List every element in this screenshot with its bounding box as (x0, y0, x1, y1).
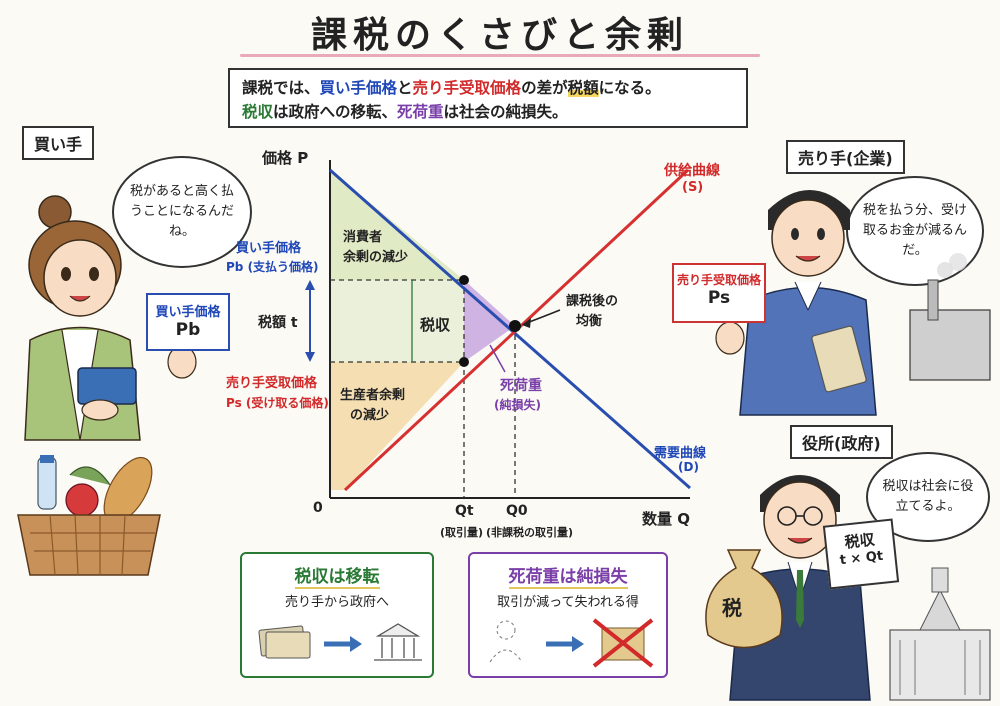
producer-surplus-area (330, 362, 464, 490)
banknote-icon-2 (265, 631, 311, 659)
tax-revenue-area (330, 280, 464, 362)
missing-person-icon (496, 620, 516, 640)
pb-sublabel: Pb (支払う価格) (226, 260, 319, 274)
producer-surplus-label-2: の減少 (350, 408, 390, 423)
dwl-label-1: 死荷重 (500, 378, 542, 394)
equilibrium-point (509, 320, 521, 332)
government-revenue-card: 税収 t × Qt (822, 518, 900, 590)
seller-card-symbol: Ps (707, 288, 731, 308)
tax-bag-label: 税 (722, 596, 742, 620)
dwl-panel-title: 死荷重は純損失 (508, 567, 628, 589)
deadweight-loss-area (464, 280, 515, 362)
qt-label: Qt (455, 503, 474, 519)
buyer-illustration (24, 195, 197, 441)
grocery-basket-illustration (17, 455, 161, 576)
page-title: 課税のくさびと余剰 (310, 15, 689, 56)
government-speech-bubble: 税収は社会に役立てるよ。 (866, 452, 990, 542)
supply-curve-symbol: (S) (682, 180, 704, 195)
government-building-icon (374, 623, 422, 661)
tax-revenue-label: 税収 (420, 316, 451, 334)
x-axis-label: 数量 Q (642, 510, 690, 528)
buyer-card-symbol: Pb (175, 320, 201, 340)
equilibrium-label-2: 均衡 (576, 314, 603, 329)
seller-tag: 売り手(企業) (786, 140, 905, 174)
buyer-speech-bubble: 税があると高く払うことになるんだね。 (112, 156, 252, 268)
demand-curve-label: 需要曲線 (654, 446, 707, 461)
pb-label: 買い手価格 (236, 241, 302, 256)
revenue-panel-text: 売り手から政府へ (284, 595, 389, 610)
pb-point (459, 275, 469, 285)
ps-label: 売り手受取価格 (226, 376, 318, 391)
government-tag: 役所(政府) (790, 425, 893, 459)
origin-label: 0 (313, 500, 323, 516)
seller-price-card: 売り手受取価格 Ps (672, 263, 766, 323)
consumer-surplus-area (330, 170, 464, 280)
demand-curve-symbol: (D) (678, 460, 699, 474)
tax-amount-label: 税額 t (258, 315, 298, 331)
buyer-tag: 買い手 (22, 126, 95, 160)
ps-point (459, 357, 469, 367)
buyer-price-card: 買い手価格 Pb (146, 293, 230, 351)
summary-line-1: 課税では、買い手価格と売り手受取価格の差が税額になる。 (242, 79, 661, 97)
summary-box: 課税では、買い手価格と売り手受取価格の差が税額になる。 税収は政府への移転、死荷… (228, 68, 748, 128)
consumer-surplus-label-1: 消費者 (343, 230, 383, 245)
deadweight-loss-panel: 死荷重は純損失 取引が減って失われる得 (468, 552, 668, 678)
equilibrium-label-1: 課税後の (566, 294, 619, 309)
dwl-graphic (489, 618, 654, 668)
q0-label: Q0 (506, 503, 528, 519)
dwl-panel-text: 取引が減って失われる得 (497, 595, 639, 610)
q0-sublabel: (非課税の取引量) (486, 526, 574, 539)
dwl-pointer (489, 344, 506, 373)
dwl-label-2: (純損失) (494, 398, 541, 412)
ps-sublabel: Ps (受け取る価格) (226, 396, 329, 410)
revenue-transfer-graphic (258, 623, 422, 661)
supply-curve-label: 供給曲線 (664, 163, 720, 179)
revenue-transfer-panel: 税収は移転 売り手から政府へ (240, 552, 434, 678)
seller-card-title: 売り手受取価格 (676, 273, 761, 287)
y-axis-label: 価格 P (262, 149, 309, 167)
buyer-card-title: 買い手価格 (155, 305, 221, 320)
title-underline (240, 54, 760, 57)
government-illustration (705, 475, 991, 701)
producer-surplus-label-1: 生産者余剰 (340, 388, 406, 403)
revenue-panel-title: 税収は移転 (294, 567, 380, 589)
seller-illustration (715, 190, 991, 416)
summary-line-2: 税収は政府への移転、死荷重は社会の純損失。 (242, 103, 568, 121)
qt-sublabel: (取引量) (440, 526, 484, 539)
consumer-surplus-label-2: 余剰の減少 (343, 250, 409, 265)
